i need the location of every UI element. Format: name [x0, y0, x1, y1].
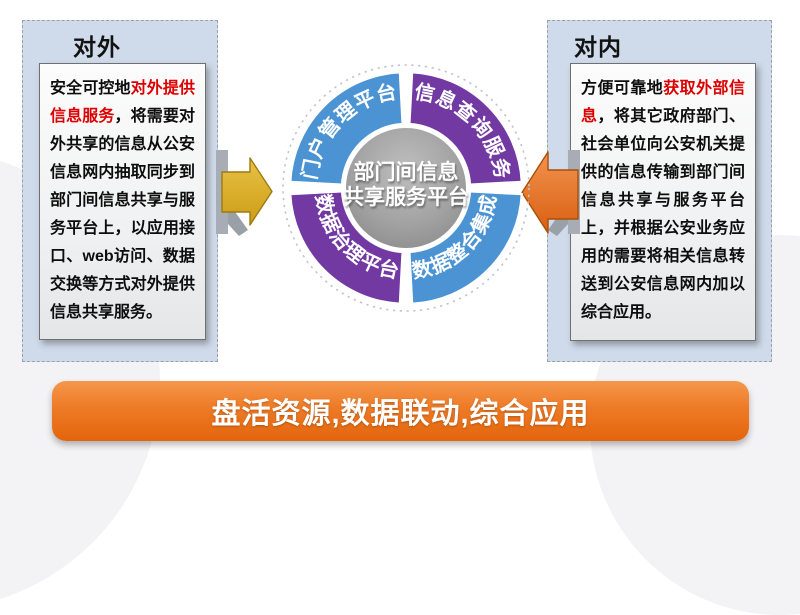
external-panel: 对外 安全可控地对外提供信息服务，将需要对外共享的信息从公安信息网内抽取同步到部… — [22, 20, 218, 362]
dotted-outline-circle — [282, 64, 530, 312]
segment-data-governance — [288, 190, 404, 306]
arrow-left-icon — [521, 150, 580, 236]
segment-information-query — [408, 70, 524, 186]
plain-text: ，将需要对外共享的信息从公安信息网内抽取同步到部门间信息共享与服务平台上，以应用… — [50, 108, 195, 321]
ring-diagram: 门户管理平台 信息查询服务 数据治理平台 数据整合集成 部门间信息 共享服务平台 — [282, 64, 530, 312]
center-circle — [346, 128, 466, 248]
segment-portal-management — [288, 70, 404, 186]
highlighted-text: 获取外部信息 — [581, 80, 745, 125]
plain-text: 安全可控地 — [50, 80, 131, 97]
external-panel-title: 对外 — [73, 34, 121, 60]
internal-panel: 对内 方便可靠地获取外部信息，将其它政府部门、社会单位向公安机关提供的信息传输到… — [547, 20, 772, 362]
orange-arrow-shape — [521, 151, 579, 234]
highlighted-text: 对外提供信息服务 — [50, 80, 195, 125]
gold-arrow-shape — [221, 157, 273, 226]
center-label-line1: 部门间信息 — [354, 160, 459, 184]
banner-text: 盘活资源,数据联动,综合应用 — [211, 398, 590, 430]
internal-panel-title: 对内 — [574, 34, 622, 60]
bottom-banner: 盘活资源,数据联动,综合应用 — [52, 381, 749, 441]
plain-text: ，将其它政府部门、社会单位向公安机关提供的信息传输到部门间信息共享与服务平台上，… — [581, 108, 745, 321]
center-label-line2: 共享服务平台 — [343, 185, 469, 209]
external-panel-text: 安全可控地对外提供信息服务，将需要对外共享的信息从公安信息网内抽取同步到部门间信… — [39, 63, 206, 340]
internal-panel-text: 方便可靠地获取外部信息，将其它政府部门、社会单位向公安机关提供的信息传输到部门间… — [570, 63, 756, 341]
plain-text: 方便可靠地 — [581, 80, 664, 97]
arrow-right-icon — [216, 150, 273, 236]
segment-data-integration — [408, 190, 524, 306]
